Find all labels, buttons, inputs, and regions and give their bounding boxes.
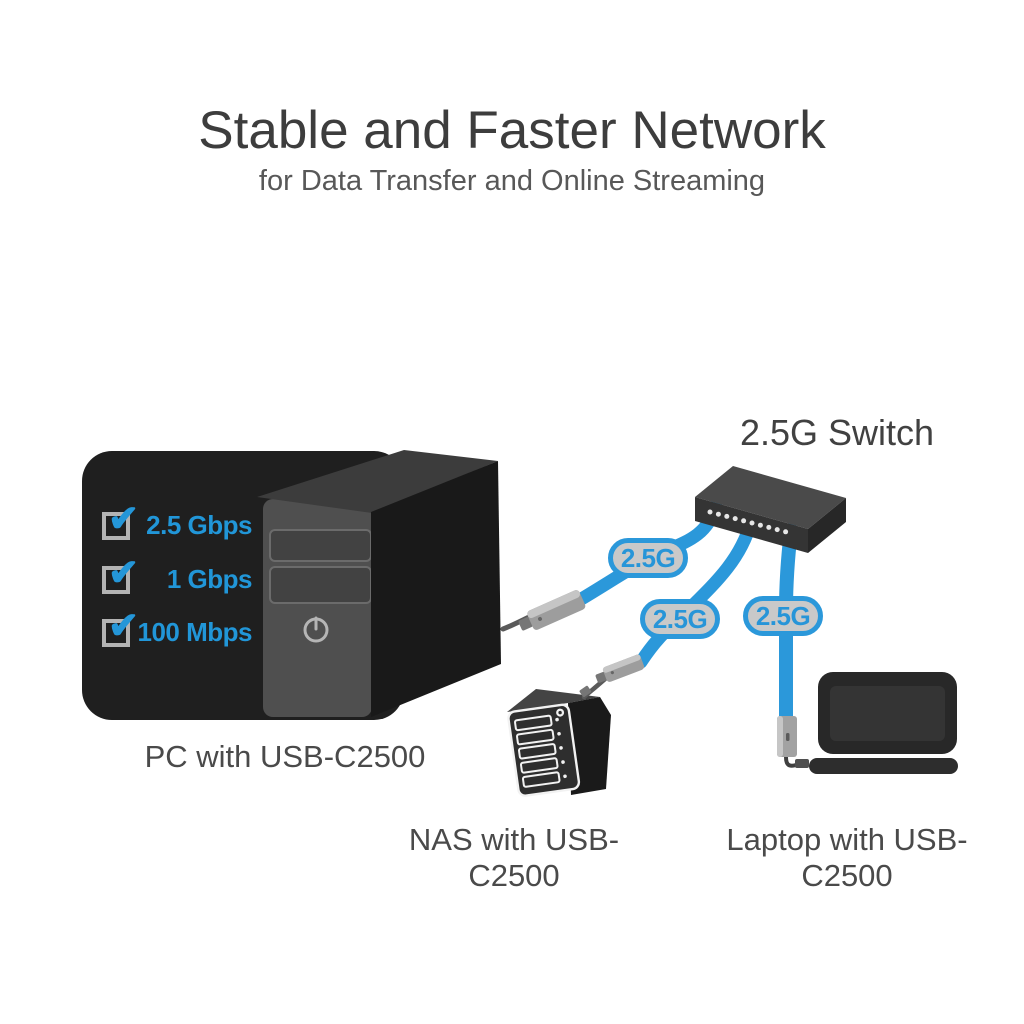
laptop-device <box>809 672 958 774</box>
laptop-usb-plug <box>795 759 809 768</box>
switch-led <box>715 511 721 517</box>
laptop-screen <box>830 686 945 741</box>
switch-led <box>741 518 747 524</box>
switch-led <box>732 516 738 522</box>
pc-tower <box>82 450 501 720</box>
switch-led <box>749 520 755 526</box>
badge-label: 2.5G <box>620 542 676 573</box>
pc-drive-bay <box>269 529 372 562</box>
checkbox-checked: ✔ <box>102 554 139 594</box>
switch-device <box>695 466 846 553</box>
speed-label: 1 Gbps <box>166 564 253 594</box>
laptop-usb-cord <box>784 755 798 768</box>
page-title: Stable and Faster Network <box>198 101 826 160</box>
nas-drive-bay <box>514 714 553 732</box>
nas-power-led <box>556 708 565 717</box>
switch-leds <box>707 509 789 535</box>
nas-drive-bay <box>516 728 555 746</box>
switch-right-face <box>808 498 846 553</box>
switch-led <box>766 524 772 530</box>
switch-led <box>757 522 763 528</box>
nas-drive-bay <box>519 757 559 774</box>
checkmark-icon: ✔ <box>108 605 140 646</box>
switch-led <box>783 529 789 535</box>
switch-label: 2.5G Switch <box>739 412 935 453</box>
checkbox-checked: ✔ <box>102 500 139 540</box>
page-subtitle: for Data Transfer and Online Streaming <box>258 165 766 197</box>
checkmark-icon: ✔ <box>108 552 140 593</box>
usb-c2500-adapter-pc <box>518 590 586 631</box>
link-speed-badge-laptop: 2.5G <box>743 596 823 636</box>
badge-label: 2.5G <box>652 603 708 634</box>
nas-drive-bay <box>521 771 561 788</box>
power-icon <box>303 616 329 643</box>
usb-c2500-adapter-nas <box>595 654 645 683</box>
pc-top-face <box>257 450 498 513</box>
speed-row-1gbps: ✔ 1 Gbps <box>102 554 253 596</box>
nas-label: NAS with USB-C2500 <box>408 822 620 893</box>
pc-label: PC with USB-C2500 <box>144 739 426 774</box>
speed-label: 100 Mbps <box>137 617 253 647</box>
checkmark-icon: ✔ <box>108 498 140 539</box>
switch-led <box>724 513 730 519</box>
laptop-label: Laptop with USB-C2500 <box>726 822 968 893</box>
nas-device <box>507 689 611 797</box>
nas-right-face <box>568 697 611 795</box>
speed-label: 2.5 Gbps <box>146 510 252 540</box>
nas-front-face <box>507 703 581 797</box>
nas-drive-bay <box>517 743 557 760</box>
badge-label: 2.5G <box>755 600 811 631</box>
link-speed-badge-pc: 2.5G <box>608 538 688 578</box>
switch-led <box>707 509 713 515</box>
switch-top-face <box>695 466 846 529</box>
speed-row-2.5gbps: ✔ 2.5 Gbps <box>102 500 252 542</box>
pc-drive-bay <box>269 566 372 604</box>
speed-row-100mbps: ✔ 100 Mbps <box>102 607 253 649</box>
laptop-base <box>809 758 958 774</box>
usb-c2500-adapter-laptop <box>777 716 797 757</box>
pc-right-face <box>371 461 501 717</box>
link-speed-badge-nas: 2.5G <box>640 599 720 639</box>
checkbox-checked: ✔ <box>102 607 139 647</box>
switch-led <box>774 527 780 533</box>
nas-usb-plug <box>579 685 592 697</box>
nas-top-face <box>507 689 600 712</box>
